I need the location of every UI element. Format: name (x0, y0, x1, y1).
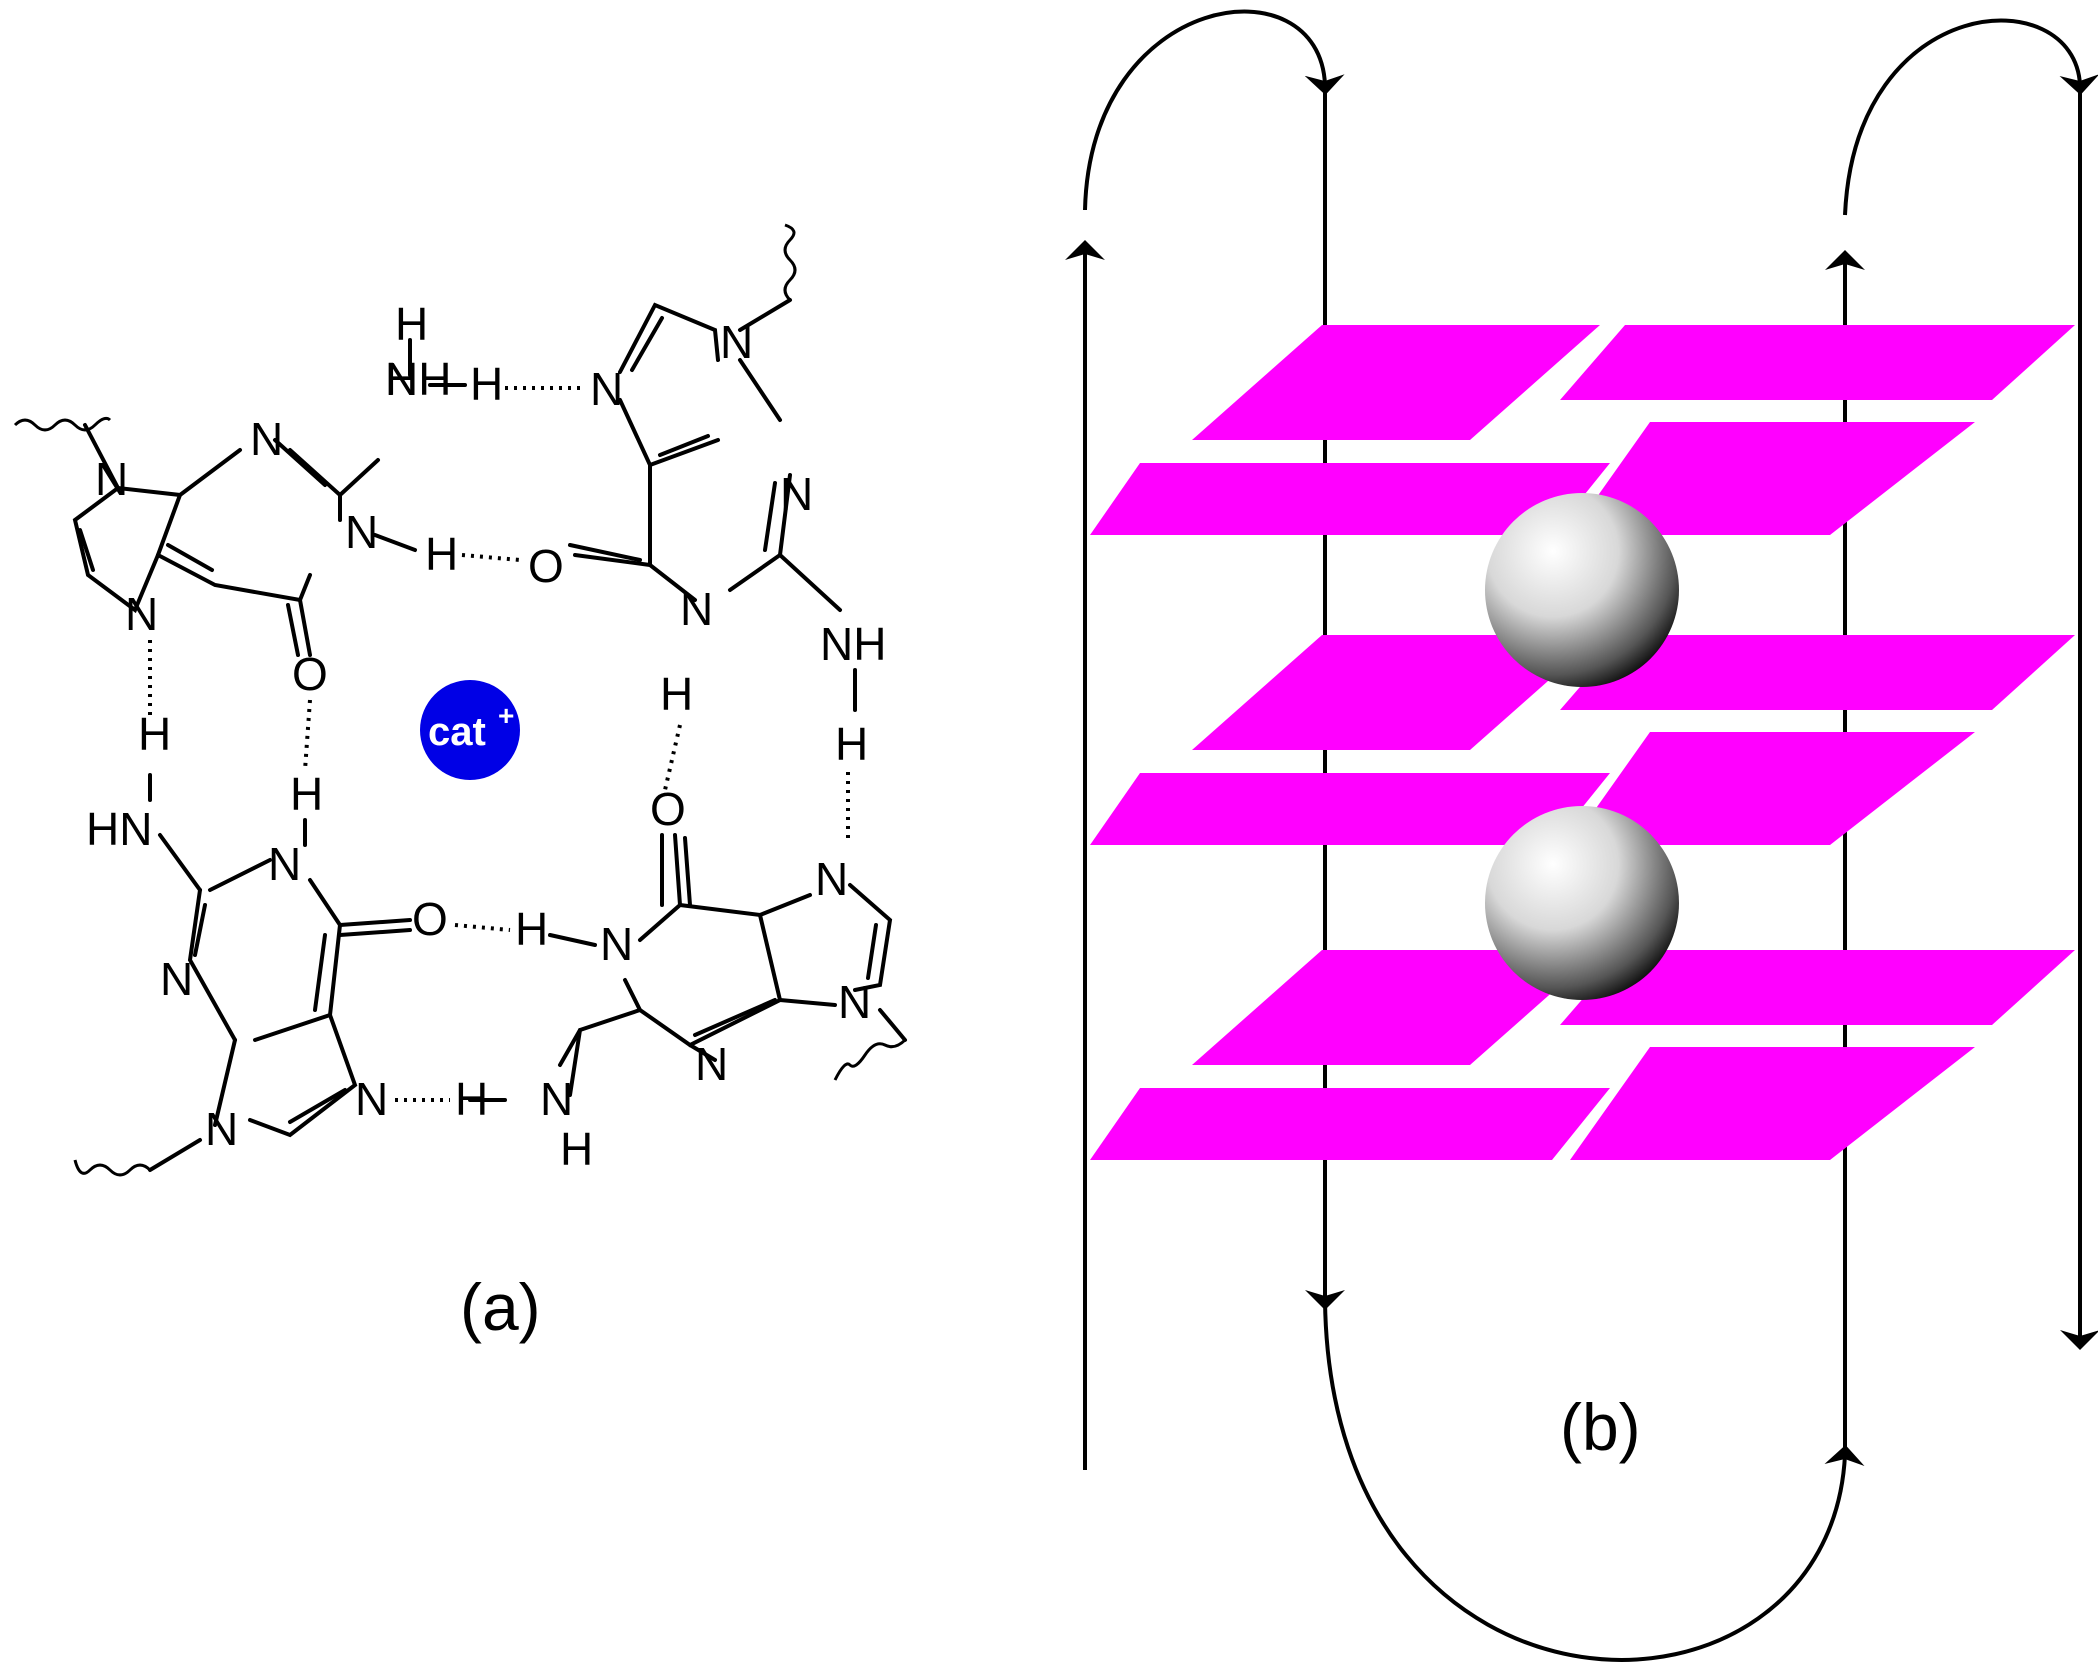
atom-n7-br: N (815, 853, 848, 905)
atom-n7-tl: N (125, 588, 158, 640)
quartet-plane-segment (1090, 1088, 1610, 1160)
quartet-plane-segment (1570, 422, 1975, 535)
atom-h-amino-tr: H (835, 718, 868, 770)
cation-circle (420, 680, 520, 780)
atom-h-bridge-top: H (470, 358, 503, 410)
guanine-bottom-left (73, 773, 412, 1177)
hbond-right-inner (663, 724, 682, 791)
atom-h-n1-bl: H (290, 768, 323, 820)
cation-sphere-lower (1485, 806, 1679, 1000)
atom-h-bottom-br: H (455, 1073, 488, 1125)
atom-hn-bl: HN (86, 803, 152, 855)
quartet-plane-segment (1090, 773, 1610, 845)
cation-sphere-upper (1485, 493, 1679, 687)
quartet-plane-segment (1570, 732, 1975, 845)
quartet-plane-segment (1192, 325, 1600, 440)
atom-h-n1-tr: H (660, 668, 693, 720)
panel-a-label: (a) (460, 1270, 541, 1344)
loop-bottom (1323, 1299, 1865, 1662)
atom-n9-br: N (838, 976, 871, 1028)
atom-nh-tr: NH (820, 618, 886, 670)
atom-h-amino-bl: H (138, 708, 171, 760)
g-quartet-structure: N N N N H NH H H H O (13, 223, 907, 1344)
quartet-plane-segment (1570, 1047, 1975, 1160)
atom-n1-br: N (600, 918, 633, 970)
atom-h-bridge-bottom: H (515, 903, 548, 955)
quartet-plane-segment (1560, 950, 2075, 1025)
quartet-plane-segment (1192, 950, 1600, 1065)
g-quartet-planes (1090, 325, 2075, 1160)
atom-nh2-tl: NH (385, 353, 451, 405)
panel-b-label: (b) (1560, 1390, 1641, 1464)
atom-nh-br: N (540, 1073, 573, 1125)
loop-top-right (1843, 18, 2098, 216)
hbond-left-inner (303, 699, 312, 771)
atom-n3-br: N (695, 1038, 728, 1090)
atom-o6-br: O (650, 783, 686, 835)
atom-n3-tl: N (250, 413, 283, 465)
atom-n7-tr: N (590, 363, 623, 415)
hbond-upper-mid (461, 553, 521, 562)
cation-marker: cat + (420, 680, 520, 780)
atom-o6-bl: O (412, 893, 448, 945)
atom-h-top-tl: H (395, 298, 428, 350)
atom-h-nh-br: H (560, 1123, 593, 1175)
quartet-plane-segment (1192, 635, 1600, 750)
atom-o6-tr: O (528, 540, 564, 592)
atom-n3-bl: N (160, 953, 193, 1005)
atom-n9-bl: N (205, 1103, 238, 1155)
guanine-bottom-right (468, 833, 907, 1102)
guanine-top-right (568, 223, 857, 712)
loop-top-left (1083, 9, 1345, 211)
cation-charge: + (498, 700, 514, 731)
quartet-plane-segment (1560, 325, 2075, 400)
cation-label: cat (428, 710, 486, 754)
quartet-plane-segment (1560, 635, 2075, 710)
guanine-top-left (13, 338, 467, 657)
atom-n1-tl: N (345, 506, 378, 558)
atom-n1-tr: N (680, 583, 713, 635)
atom-o6-tl: O (292, 648, 328, 700)
atom-n3-tr: N (780, 468, 813, 520)
quartet-plane-segment (1090, 463, 1610, 535)
atom-n1-bl: N (268, 838, 301, 890)
atom-n7-bl: N (355, 1073, 388, 1125)
atom-n9-tl: N (95, 453, 128, 505)
hbond-lower-mid (454, 923, 511, 932)
atom-n9-tr: N (720, 316, 753, 368)
g-quadruplex-topology: (b) (1065, 9, 2098, 1662)
atom-h-amino-tl: H (385, 353, 418, 405)
atom-h-n1-tl: H (425, 528, 458, 580)
